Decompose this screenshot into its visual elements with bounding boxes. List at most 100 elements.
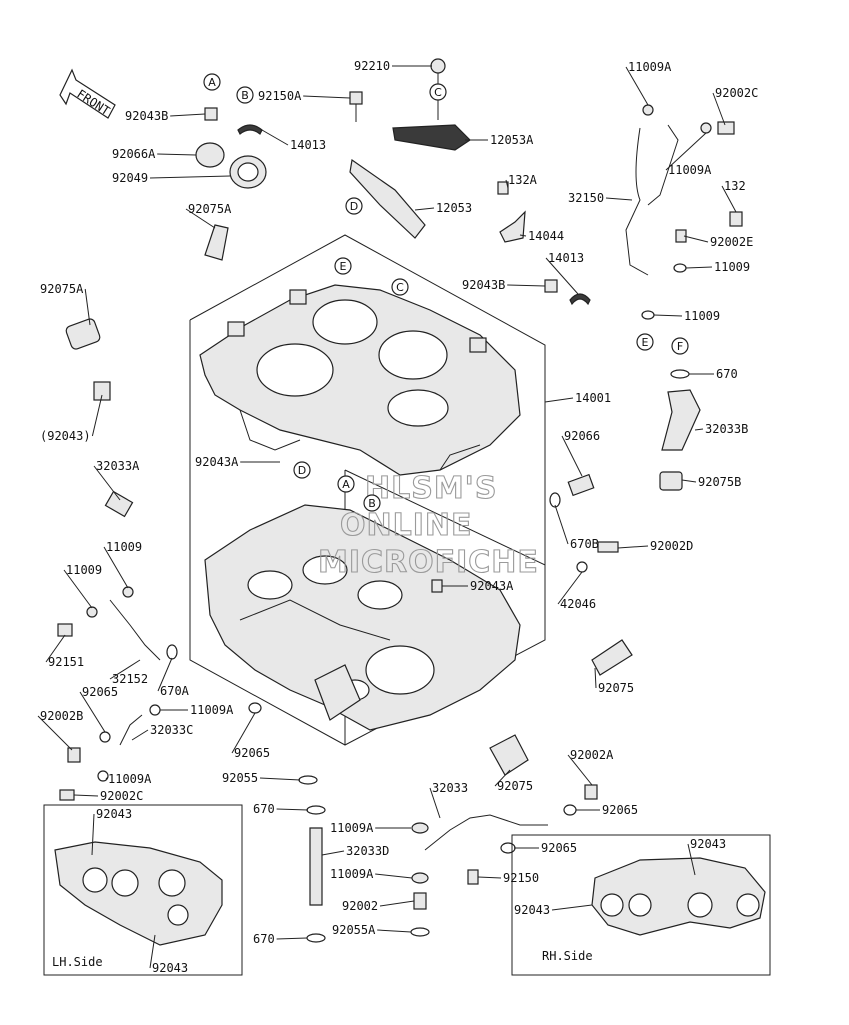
part-label-42: 32033C (150, 723, 193, 737)
part-label-25: 32033B (705, 422, 748, 436)
part-label-10: 14044 (528, 229, 564, 243)
leader-line-51 (259, 777, 301, 781)
callout-e: E (636, 333, 654, 351)
leader-line-54 (321, 850, 345, 856)
top-center-parts (349, 58, 526, 243)
callout-circle (363, 494, 381, 512)
callout-circle (671, 337, 689, 355)
part-label-46: 92075 (497, 779, 533, 793)
leader-line-14 (91, 394, 103, 437)
upper-crankcase (199, 284, 521, 476)
part-label-34: 11009 (106, 540, 142, 554)
leader-line-8 (414, 207, 435, 211)
part-label-48: 92065 (602, 803, 638, 817)
leader-line-49 (429, 787, 441, 819)
left-side-parts (57, 490, 262, 801)
part-label-24: 670 (716, 367, 738, 381)
leader-line-29 (561, 435, 583, 477)
leader-line-22 (685, 266, 713, 269)
part-label-45: 92075 (598, 681, 634, 695)
part-label-18: 11009A (668, 163, 712, 177)
leader-line-13 (84, 288, 91, 326)
leader-line-25 (694, 428, 704, 431)
part-label-52: 670 (253, 802, 275, 816)
part-label-28: 92043A (195, 455, 239, 469)
part-label-38: 670A (160, 684, 190, 698)
part-label-60: 670 (253, 932, 275, 946)
leader-line-17 (712, 92, 726, 126)
leader-line-35 (63, 569, 93, 609)
leader-line-5 (261, 129, 289, 146)
leader-line-12 (507, 284, 546, 287)
callout-letter: B (241, 89, 249, 102)
part-label-31: 92002D (650, 539, 693, 553)
part-label-16: 11009A (628, 60, 672, 74)
leader-line-63 (687, 843, 696, 876)
leader-line-44 (231, 712, 256, 754)
leader-line-50 (73, 794, 99, 797)
part-label-2: 92049 (112, 171, 148, 185)
part-label-26: 92075B (698, 475, 741, 489)
part-label-32: 92043A (470, 579, 514, 593)
watermark: HLSM'S ONLINE MICROFICHE (317, 470, 538, 580)
part-label-37: 32152 (112, 672, 148, 686)
part-label-39: 92065 (82, 685, 118, 699)
callout-c: C (429, 83, 447, 101)
part-label-12: 92043B (462, 278, 505, 292)
leader-line-42 (131, 729, 149, 741)
callout-circle (334, 257, 352, 275)
part-label-19: 32150 (568, 191, 604, 205)
part-label-43: 11009A (108, 772, 152, 786)
callout-letter: C (396, 281, 404, 294)
leader-line-10 (519, 234, 527, 237)
lh-side-inset: LH.Side (43, 804, 243, 976)
leader-line-47 (567, 754, 593, 786)
callout-circle (236, 86, 254, 104)
callout-letter: A (208, 76, 216, 89)
callout-circle (345, 197, 363, 215)
lh-side-label: LH.Side (52, 955, 103, 969)
part-label-30: 670B (570, 537, 599, 551)
leader-lines (37, 65, 737, 969)
part-label-40: 92002B (40, 709, 83, 723)
part-label-5: 14013 (290, 138, 326, 152)
callout-circle (203, 73, 221, 91)
callout-a: A (337, 475, 355, 493)
part-label-15: 14001 (575, 391, 611, 405)
leader-line-57 (477, 876, 502, 879)
leader-line-11 (545, 257, 579, 295)
part-label-23: 11009 (684, 309, 720, 323)
leader-line-2 (149, 175, 231, 179)
leader-line-38 (157, 657, 173, 692)
bottom-center-parts (298, 775, 548, 943)
leader-line-58 (379, 900, 415, 907)
callout-b: B (363, 494, 381, 512)
leader-line-31 (617, 545, 649, 549)
callout-c: C (391, 278, 409, 296)
part-label-14: (92043) (40, 429, 91, 443)
part-label-55: 92065 (541, 841, 577, 855)
callout-letter: D (298, 464, 306, 477)
leader-line-20 (721, 185, 737, 213)
callout-circle (429, 83, 447, 101)
leader-line-23 (653, 314, 683, 317)
leader-line-36 (45, 634, 66, 663)
part-label-54: 32033D (346, 844, 389, 858)
leader-line-26 (681, 479, 697, 483)
callout-letter: A (342, 478, 350, 491)
leader-line-39 (79, 691, 106, 733)
callout-circle (337, 475, 355, 493)
leader-line-3 (185, 208, 216, 229)
part-label-51: 92055 (222, 771, 258, 785)
part-label-11: 14013 (548, 251, 584, 265)
leader-line-0 (170, 113, 206, 117)
callout-f: F (671, 337, 689, 355)
part-label-0: 92043B (125, 109, 168, 123)
part-label-22: 11009 (714, 260, 750, 274)
front-arrow: FRONT (59, 68, 116, 119)
part-label-4: 92150A (258, 89, 302, 103)
part-number-labels: 92043B92066A9204992075A92150A14013922101… (40, 59, 758, 975)
leader-line-52 (276, 808, 309, 811)
